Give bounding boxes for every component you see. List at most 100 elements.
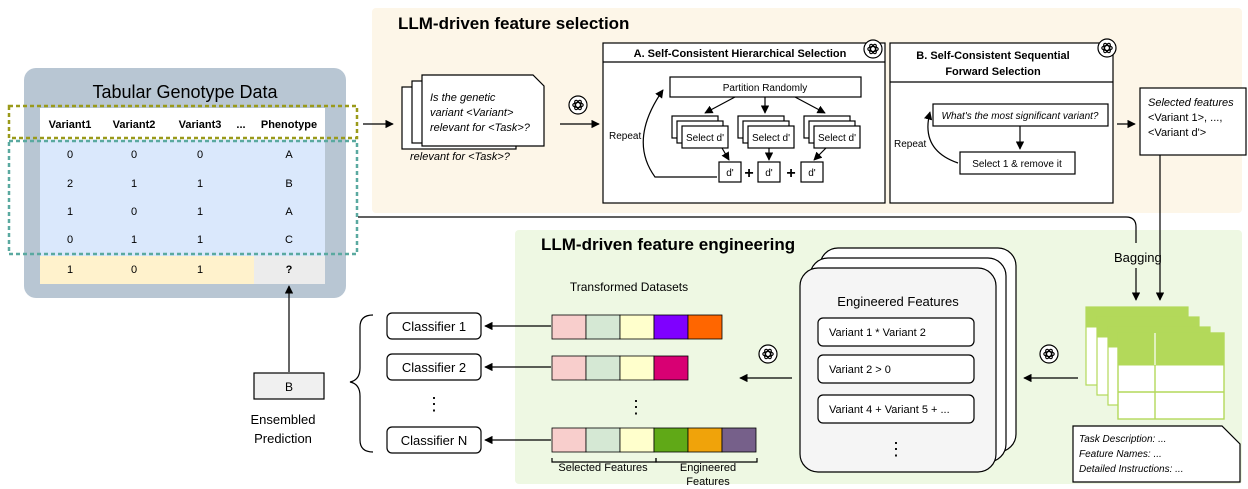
table-cell: B (285, 178, 292, 190)
llm-icon (568, 95, 588, 115)
repeat-label-b: Repeat (894, 139, 926, 150)
select-remove-box (959, 151, 1076, 175)
prompt-line-3: relevant for <Task>? (430, 122, 531, 134)
select-arrow (813, 147, 827, 161)
engineered-title: Engineered Features (837, 294, 959, 309)
dataset-cell (653, 427, 689, 453)
prompt-line-1: Is the genetic (430, 92, 496, 104)
table-blue-rows (40, 140, 325, 256)
partition-label: Partition Randomly (723, 83, 807, 94)
query-target-cell: ? (286, 264, 293, 276)
table-cell: 1 (197, 234, 203, 246)
partition-arrow (704, 96, 736, 114)
dataset-cell (619, 355, 655, 381)
dataset-cell (619, 427, 655, 453)
engineered-item-label: Variant 1 * Variant 2 (829, 327, 926, 339)
ensemble-box (253, 372, 325, 400)
table-to-bagging-path (358, 216, 1137, 243)
header-variant1: Variant1 (49, 119, 92, 131)
d-label: d' (726, 168, 734, 179)
prompt-card-stack (401, 74, 545, 150)
ensemble-brace (349, 314, 374, 453)
table-cell: 1 (197, 206, 203, 218)
llm-icon (1039, 344, 1059, 364)
note-line: Feature Names: ... (1079, 449, 1162, 460)
datasets-dots: ⋮ (627, 397, 645, 417)
header-variant3: Variant3 (179, 119, 222, 131)
repeat-label-a: Repeat (609, 131, 641, 142)
bagged-tables (1085, 306, 1225, 420)
selected-features-label: Selected Features (558, 462, 648, 474)
classifier-2 (386, 353, 482, 381)
table-cell: 2 (67, 178, 73, 190)
classifier-label: Classifier 2 (402, 360, 466, 375)
datasets-title: Transformed Datasets (570, 280, 688, 294)
box-b-title-2: Forward Selection (945, 66, 1041, 78)
dataset-cell (551, 355, 587, 381)
query-cell: 1 (197, 264, 203, 276)
engineered-item-label: Variant 2 > 0 (829, 364, 891, 376)
select-stack-1 (671, 115, 729, 149)
dataset-cell (585, 355, 621, 381)
table-cell: 0 (197, 149, 203, 161)
selected-features-box (1139, 87, 1247, 156)
query-cell: 1 (67, 264, 73, 276)
box-a-title: A. Self-Consistent Hierarchical Selectio… (634, 48, 847, 60)
dataset-cell (653, 314, 689, 340)
query-row-target (254, 256, 325, 284)
selected-line: <Variant 1>, ..., (1148, 112, 1222, 124)
select-remove-label: Select 1 & remove it (972, 159, 1062, 170)
table-cell: A (285, 149, 293, 161)
d-label: d' (808, 168, 816, 179)
box-b-title-1: B. Self-Consistent Sequential (916, 50, 1069, 62)
table-cell: 0 (67, 149, 73, 161)
repeat-loop-arrow (642, 89, 717, 178)
selected-line: <Variant d'> (1148, 127, 1206, 139)
dataset-cell (653, 355, 689, 381)
engineered-item (817, 317, 975, 347)
ensemble-label: Ensembled (250, 412, 315, 427)
dataset-cell (721, 427, 757, 453)
ensemble-label: Prediction (254, 431, 312, 446)
bagging-label: Bagging (1114, 250, 1162, 265)
engineered-item (817, 394, 975, 424)
table-cell: 1 (197, 178, 203, 190)
select-arrow (721, 147, 730, 161)
dataset-cell (585, 427, 621, 453)
header-phenotype: Phenotype (261, 119, 317, 131)
table-cell: A (285, 206, 293, 218)
llm-icon (863, 39, 883, 59)
note-line: Task Description: ... (1079, 434, 1166, 445)
classifier-n (386, 426, 482, 454)
select-stack-3 (803, 115, 861, 149)
engineered-features-label: Features (686, 476, 730, 488)
engineering-title: LLM-driven feature engineering (541, 235, 795, 254)
plus-sign: + (744, 165, 753, 182)
dataset-cell (585, 314, 621, 340)
dataset-cell (619, 314, 655, 340)
plus-sign: + (786, 165, 795, 182)
engineered-brace (655, 458, 758, 463)
selection-title: LLM-driven feature selection (398, 14, 629, 33)
dataset-cell (551, 427, 587, 453)
header-ellipsis: ... (236, 119, 245, 131)
query-cell: 0 (131, 264, 137, 276)
table-cell: 0 (131, 149, 137, 161)
classifier-1 (386, 312, 482, 340)
table-cell: 1 (131, 178, 137, 190)
d-label: d' (765, 168, 773, 179)
instruction-note (1072, 425, 1241, 483)
prompt-back-line: relevant for <Task>? (410, 151, 511, 163)
table-title: Tabular Genotype Data (92, 82, 278, 102)
d-box (718, 161, 742, 183)
d-box (757, 161, 781, 183)
header-variant2: Variant2 (113, 119, 156, 131)
table-rows: 0 0 0 A 2 1 1 B 1 0 1 A 0 1 1 C 1 0 1 ? (67, 149, 293, 276)
question-label: What's the most significant variant? (942, 111, 1099, 122)
table-cell: 1 (67, 206, 73, 218)
repeat-loop-b (924, 111, 959, 164)
table-cell: 1 (131, 234, 137, 246)
partition-arrow (794, 96, 826, 114)
table-cell: 0 (67, 234, 73, 246)
